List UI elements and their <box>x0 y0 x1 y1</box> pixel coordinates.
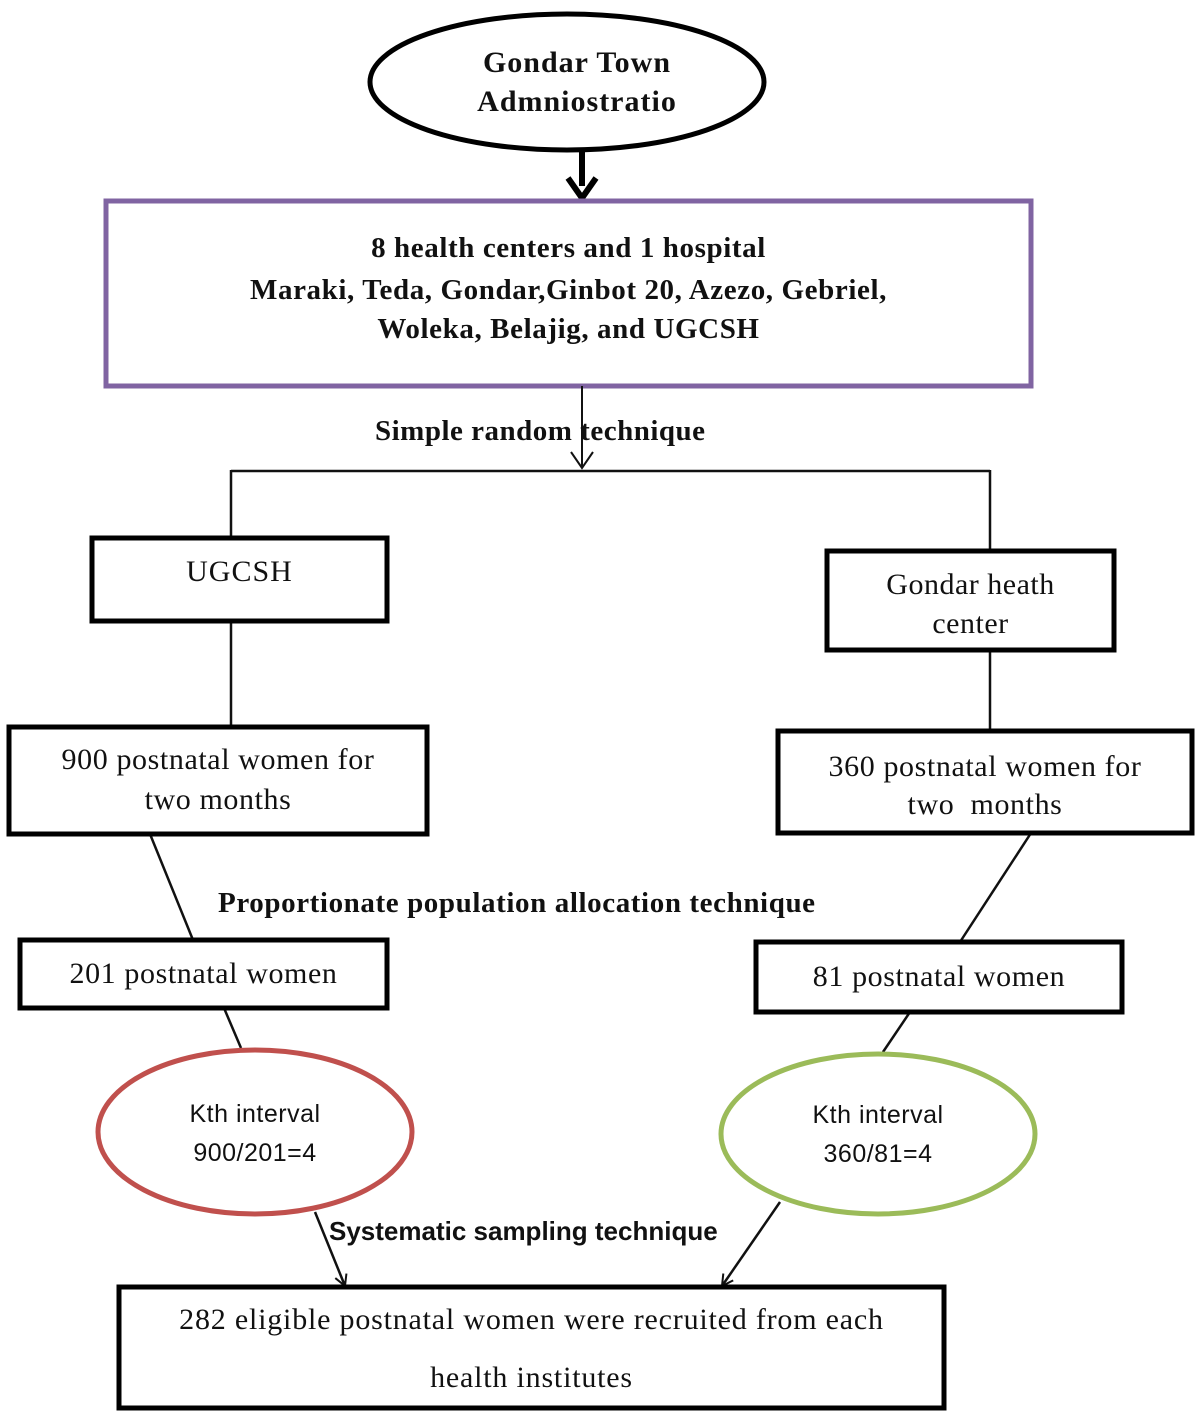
connector-right-pop-to-sample <box>958 832 1033 943</box>
left-sample-text: 201 postnatal women <box>23 943 384 1005</box>
right-site-line1: Gondar heath <box>886 568 1055 601</box>
left-interval-line1: Kth interval <box>189 1100 321 1128</box>
left-pop-box <box>6 724 430 837</box>
left-pop-line1: 900 postnatal women for <box>61 743 375 776</box>
left-pop-text: 900 postnatal women for two months <box>12 740 424 820</box>
facilities-line3: Woleka, Belajig, and UGCSH <box>377 313 760 345</box>
top-ellipse <box>367 11 767 153</box>
connector-right-sample-to-interval <box>881 1011 912 1053</box>
right-interval-line1: Kth interval <box>812 1101 944 1129</box>
simple-random-label: Simple random technique <box>375 415 706 447</box>
left-interval-text: Kth interval 900/201=4 <box>130 1094 380 1174</box>
facilities-line2: Maraki, Teda, Gondar,Ginbot 20, Azezo, G… <box>250 274 887 306</box>
facilities-title: 8 health centers and 1 hospital <box>371 232 766 264</box>
systematic-label: Systematic sampling technique <box>329 1216 718 1246</box>
arrowhead-top <box>565 176 599 204</box>
connector-left-pop-to-sample <box>148 833 195 941</box>
arrowhead-branch <box>570 451 594 470</box>
right-site-text: Gondar heath center <box>830 563 1111 645</box>
left-pop-line2: two months <box>144 783 292 816</box>
left-site-text: UGCSH <box>95 541 384 603</box>
right-interval-text: Kth interval 360/81=4 <box>753 1095 1003 1175</box>
right-interval-ellipse <box>718 1051 1038 1217</box>
right-sample-label: 81 postnatal women <box>812 960 1066 993</box>
facilities-text: 8 health centers and 1 hospital Maraki, … <box>110 222 1027 352</box>
final-box <box>116 1284 947 1411</box>
right-pop-box <box>775 728 1195 836</box>
final-text: 282 eligible postnatal women were recrui… <box>122 1296 941 1402</box>
top-line1: Gondar Town <box>482 46 672 79</box>
arrow-right-to-final <box>722 1201 782 1286</box>
left-site-label: UGCSH <box>186 555 293 588</box>
left-site-box <box>89 535 390 624</box>
left-interval-ellipse <box>95 1047 415 1217</box>
facilities-box <box>103 198 1034 389</box>
left-sample-label: 201 postnatal women <box>69 957 338 990</box>
right-site-line2: center <box>932 607 1009 640</box>
right-sample-text: 81 postnatal women <box>759 945 1119 1009</box>
right-pop-text: 360 postnatal women for two months <box>781 746 1189 826</box>
left-interval-line2: 900/201=4 <box>193 1139 317 1167</box>
right-pop-line1: 360 postnatal women for <box>828 750 1142 783</box>
right-interval-line2: 360/81=4 <box>823 1140 933 1168</box>
arrow-left-to-final <box>313 1211 345 1286</box>
top-line2: Admniostratio <box>477 85 677 118</box>
proportionate-label: Proportionate population allocation tech… <box>218 887 816 919</box>
left-sample-box <box>17 937 390 1011</box>
right-pop-line2: two months <box>907 788 1063 821</box>
final-line1: 282 eligible postnatal women were recrui… <box>179 1303 884 1336</box>
top-ellipse-text: Gondar Town Admniostratio <box>370 42 784 122</box>
final-line2: health institutes <box>430 1361 633 1394</box>
right-sample-box <box>753 939 1125 1015</box>
right-site-box <box>824 548 1117 653</box>
connector-left-sample-to-interval <box>222 1007 243 1049</box>
